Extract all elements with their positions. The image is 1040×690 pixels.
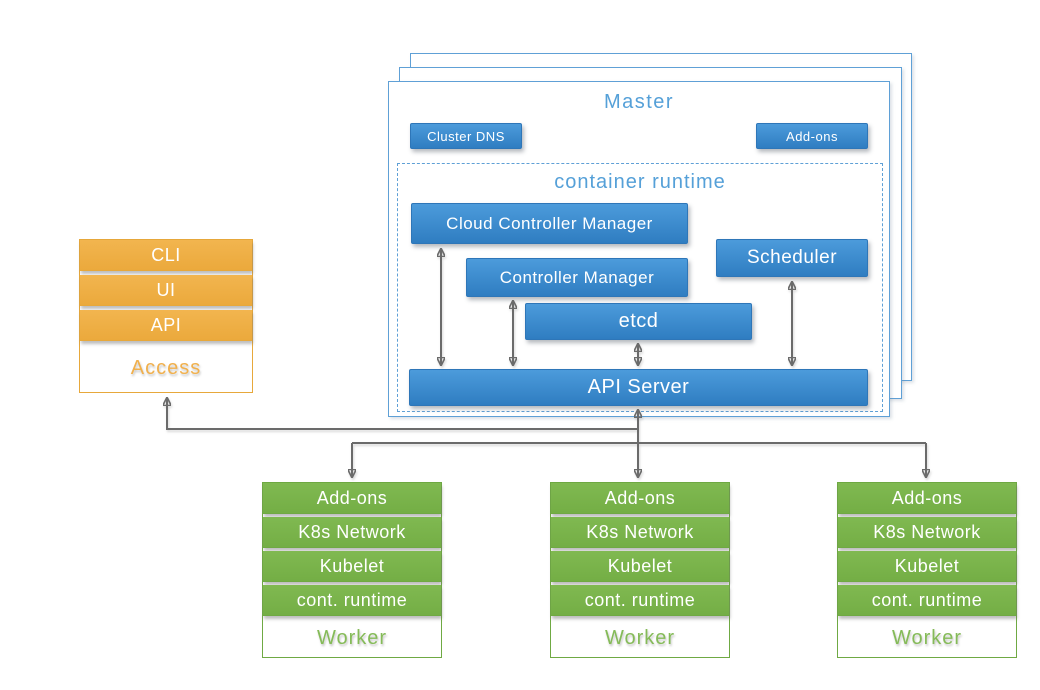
worker1-k8s-network-bar: K8s Network	[263, 517, 441, 548]
access-label: Access	[130, 357, 202, 379]
etcd-box: etcd	[525, 303, 752, 340]
controller-manager-box: Controller Manager	[466, 258, 688, 297]
worker2-addons-bar: Add-ons	[551, 483, 729, 514]
worker2-k8s-network-bar: K8s Network	[551, 517, 729, 548]
worker-stack-1: Add-ons K8s Network Kubelet cont. runtim…	[262, 482, 442, 658]
worker1-kubelet-bar: Kubelet	[263, 551, 441, 582]
access-stack: CLI UI API Access	[79, 239, 253, 393]
access-api-bar: API	[80, 310, 252, 341]
worker3-k8s-network-bar: K8s Network	[838, 517, 1016, 548]
worker3-cont-runtime-bar: cont. runtime	[838, 585, 1016, 616]
master-addons-box: Add-ons	[756, 123, 868, 149]
worker3-label: Worker	[891, 626, 963, 649]
worker2-label: Worker	[604, 626, 676, 649]
cluster-dns-box: Cluster DNS	[410, 123, 522, 149]
worker1-label: Worker	[316, 626, 388, 649]
cloud-controller-manager-box: Cloud Controller Manager	[411, 203, 688, 244]
container-runtime-title: container runtime	[554, 171, 726, 193]
master-title: Master	[603, 91, 675, 113]
api-server-box: API Server	[409, 369, 868, 406]
worker3-addons-bar: Add-ons	[838, 483, 1016, 514]
worker2-cont-runtime-bar: cont. runtime	[551, 585, 729, 616]
worker1-cont-runtime-bar: cont. runtime	[263, 585, 441, 616]
worker-stack-3: Add-ons K8s Network Kubelet cont. runtim…	[837, 482, 1017, 658]
access-ui-bar: UI	[80, 275, 252, 306]
worker1-addons-bar: Add-ons	[263, 483, 441, 514]
worker3-kubelet-bar: Kubelet	[838, 551, 1016, 582]
scheduler-box: Scheduler	[716, 239, 868, 277]
worker-stack-2: Add-ons K8s Network Kubelet cont. runtim…	[550, 482, 730, 658]
access-cli-bar: CLI	[80, 240, 252, 271]
worker2-kubelet-bar: Kubelet	[551, 551, 729, 582]
